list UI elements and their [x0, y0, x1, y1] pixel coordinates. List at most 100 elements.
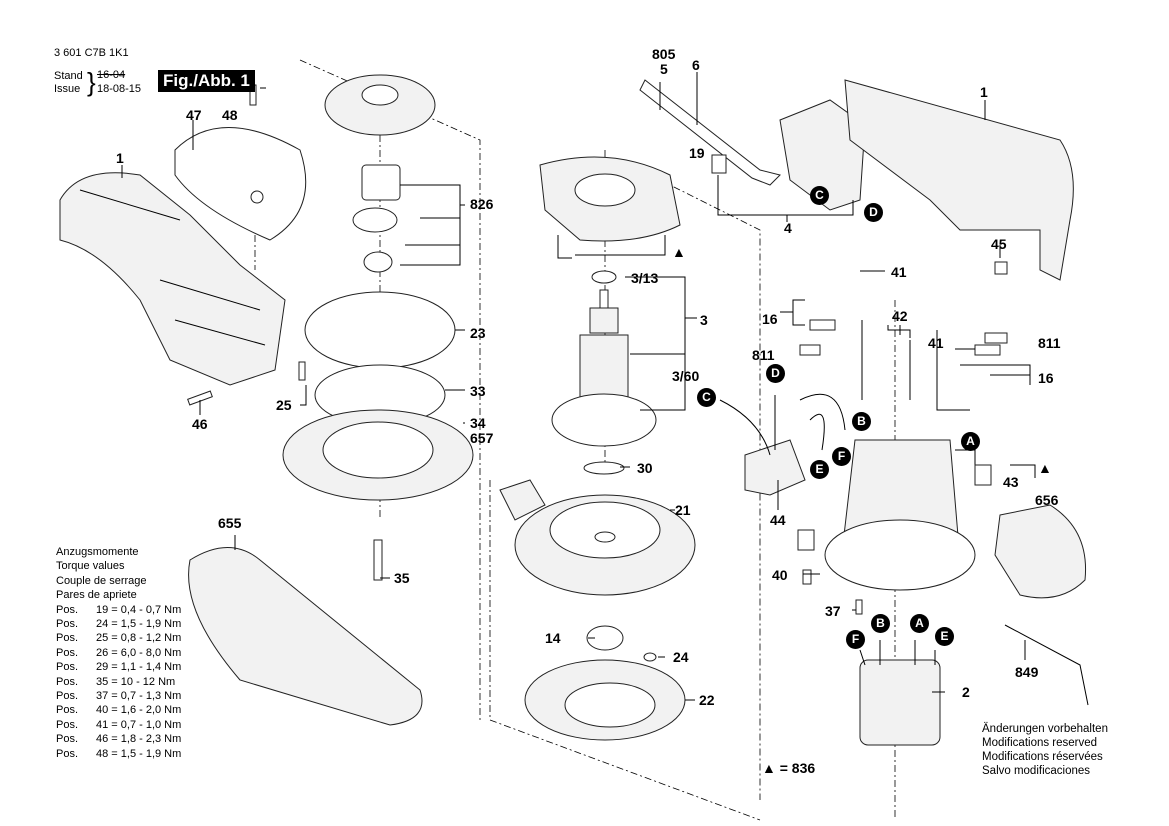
part-label: 3/13	[631, 270, 659, 286]
torque-table: Anzugsmomente Torque values Couple de se…	[56, 545, 181, 761]
torque-row: Pos.19 = 0,4 - 0,7 Nm	[56, 603, 182, 616]
switch-cover-drawing	[994, 504, 1087, 599]
triangle-legend: ▲ = 836	[762, 760, 816, 776]
bearing-14-drawing	[586, 625, 624, 651]
hex-key-drawing	[1004, 624, 1089, 706]
torque-row: Pos.40 = 1,6 - 2,0 Nm	[56, 704, 182, 717]
screw-35-drawing	[373, 539, 383, 581]
connector-badge-b: B	[852, 412, 871, 431]
part-label: 805	[652, 46, 676, 62]
housing-ring-drawing	[304, 291, 456, 369]
part-label: 43	[1003, 474, 1019, 490]
seal-box-left	[797, 529, 815, 551]
issue-date: 18-08-15	[97, 83, 142, 95]
part-label: 14	[545, 630, 561, 646]
brush-left-drawing	[799, 344, 821, 356]
part-label: 47	[186, 107, 202, 123]
part-label: 23	[470, 325, 486, 341]
part-label: 46	[192, 416, 208, 432]
part-label: 24	[673, 649, 689, 665]
field-coil-drawing	[859, 659, 941, 746]
connector-badge-d: D	[864, 203, 883, 222]
part-label: 19	[689, 145, 705, 161]
torque-row: Pos.46 = 1,8 - 2,3 Nm	[56, 733, 182, 746]
connector-badge-c: C	[697, 388, 716, 407]
triangle-marker: ▲	[1038, 460, 1052, 476]
note-fr: Modifications réservées	[982, 751, 1103, 763]
connector-badge-d: D	[766, 364, 785, 383]
torque-row: Pos.29 = 1,1 - 1,4 Nm	[56, 661, 182, 674]
part-label: 41	[928, 335, 944, 351]
part-label: 37	[825, 603, 841, 619]
note-de: Änderungen vorbehalten	[982, 723, 1108, 735]
part-label: 656	[1035, 492, 1059, 508]
part-label: 3	[700, 312, 708, 328]
torque-row: Pos.26 = 6,0 - 8,0 Nm	[56, 646, 182, 659]
part-label: 40	[772, 567, 788, 583]
note-en: Modifications reserved	[982, 737, 1098, 749]
connector-badge-a: A	[910, 614, 929, 633]
part-label: 16	[762, 311, 778, 327]
modifications-note: Änderungen vorbehalten Modifications res…	[982, 722, 1108, 778]
armature-drawing	[551, 270, 657, 475]
part-label: 826	[470, 196, 494, 212]
torque-row: Pos.25 = 0,8 - 1,2 Nm	[56, 632, 182, 645]
triangle-marker: ▲	[672, 244, 686, 260]
dust-box-drawing	[188, 547, 423, 726]
part-label: 16	[1038, 370, 1054, 386]
figure-label: Fig./Abb. 1	[158, 70, 255, 92]
brush-holder-left-drawing	[809, 319, 836, 331]
connector-badge-e: E	[810, 460, 829, 479]
part-label: 849	[1015, 664, 1039, 680]
fan-drawing	[324, 74, 436, 273]
old-date: 16-04	[97, 69, 126, 81]
screw-37-drawing	[855, 599, 863, 615]
perforated-cover-drawing	[174, 127, 307, 241]
torque-title-fr: Couple de serrage	[56, 574, 147, 587]
cover-hole	[250, 190, 264, 204]
torque-row: Pos.37 = 0,7 - 1,3 Nm	[56, 690, 182, 703]
part-label: 48	[222, 107, 238, 123]
connector-badge-a: A	[961, 432, 980, 451]
part-label: 35	[394, 570, 410, 586]
screw-25-drawing	[298, 361, 306, 381]
part-label: 6	[692, 57, 700, 73]
guide-line-center	[619, 159, 761, 800]
part-label: 1	[116, 150, 124, 166]
part-label: 25	[276, 397, 292, 413]
screw-40-drawing	[802, 569, 812, 585]
part-label: 41	[891, 264, 907, 280]
electronics-module-drawing	[744, 439, 806, 496]
screw-24-drawing	[643, 652, 657, 662]
seal-box-43	[974, 464, 992, 486]
housing-half-drawing	[844, 79, 1074, 281]
switch-drawing	[779, 99, 866, 211]
connector-badge-c: C	[810, 186, 829, 205]
guide-line-lower	[489, 480, 761, 821]
part-label: 44	[770, 512, 786, 528]
screw-46-drawing	[187, 390, 213, 406]
gear-housing-drawing	[499, 479, 696, 596]
connector-badge-f: F	[832, 447, 851, 466]
torque-row: Pos.41 = 0,7 - 1,0 Nm	[56, 718, 182, 731]
connector-badge-e: E	[935, 627, 954, 646]
part-label: 42	[892, 308, 908, 324]
torque-title-es: Pares de apriete	[56, 589, 137, 602]
nut-45-drawing	[994, 261, 1008, 275]
note-es: Salvo modificaciones	[982, 765, 1091, 777]
part-label: 33	[470, 383, 486, 399]
motor-base-drawing	[824, 519, 976, 591]
part-label: 21	[675, 502, 691, 518]
part-label: 1	[980, 84, 988, 100]
torque-row: Pos.48 = 1,5 - 1,9 Nm	[56, 747, 182, 760]
torque-title-de: Anzugsmomente	[56, 546, 139, 558]
part-label: 655	[218, 515, 242, 531]
stand-label: Stand	[54, 70, 83, 82]
part-label: 22	[699, 692, 715, 708]
torque-title-en: Torque values	[56, 560, 125, 573]
part-label: 30	[637, 460, 653, 476]
brush-right-drawing	[984, 332, 1008, 344]
handle-part-drawing	[59, 172, 286, 386]
part-label: 2	[962, 684, 970, 700]
